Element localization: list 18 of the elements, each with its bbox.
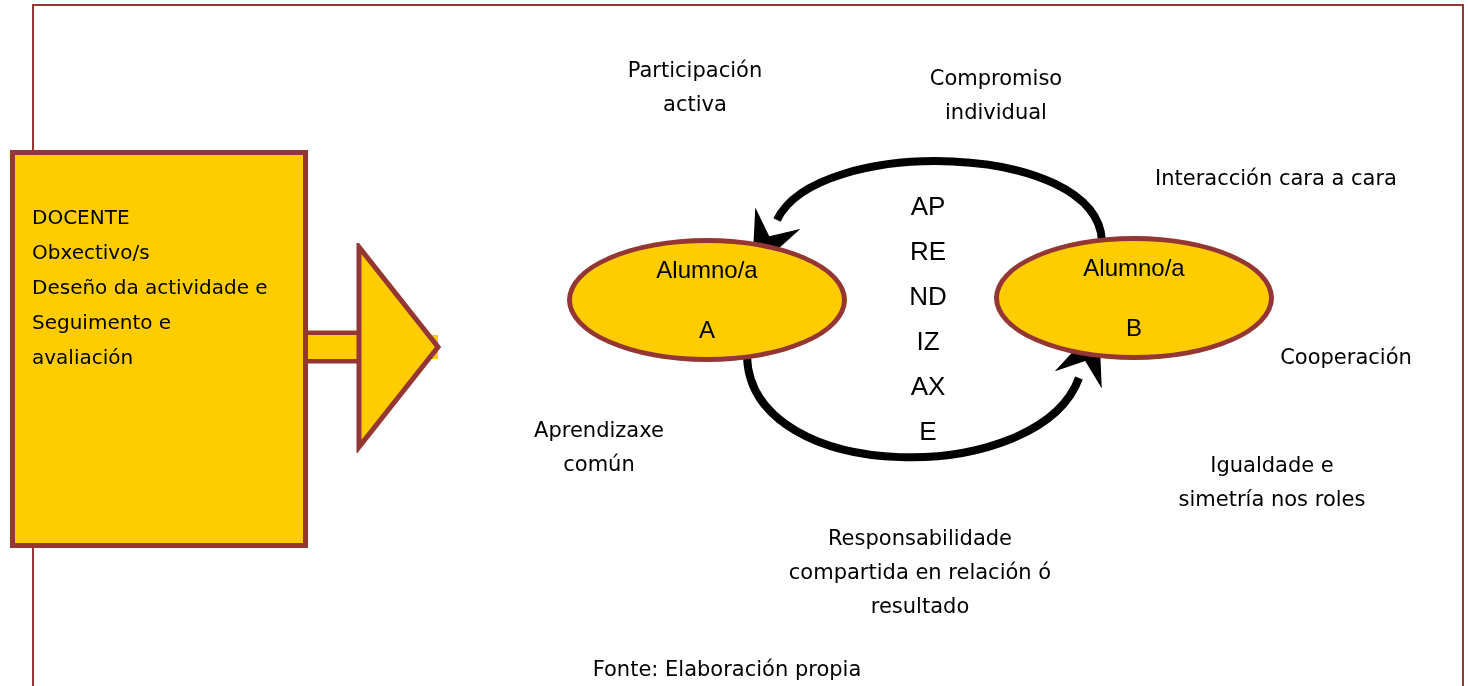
vertical-word: AP RE ND IZ AX E [908, 190, 948, 448]
teacher-box [10, 150, 308, 548]
box-text: Deseño da actividade e [32, 274, 268, 301]
ellipse-text: B [1126, 313, 1142, 343]
concept-label: Responsabilidade compartida en relación ó resultado [787, 525, 1053, 620]
ellipse-text: Alumno/a [656, 255, 758, 285]
ellipse-text: Alumno/a [1083, 253, 1185, 283]
concept-label: Igualdade e simetría nos roles [1177, 452, 1367, 513]
concept-label: Compromiso individual [928, 65, 1064, 126]
concept-label: Cooperación [1279, 344, 1413, 371]
concept-label: Aprendizaxe común [533, 417, 665, 478]
box-text: Obxectivo/s [32, 239, 151, 266]
concept-label: Participación activa [626, 57, 764, 118]
source-caption: Fonte: Elaboración propia [591, 656, 863, 683]
box-text: DOCENTE [32, 204, 131, 231]
ellipse-text: A [699, 315, 715, 345]
concept-label: Interacción cara a cara [1154, 165, 1398, 192]
box-text: Seguimento e avaliación [32, 309, 173, 371]
